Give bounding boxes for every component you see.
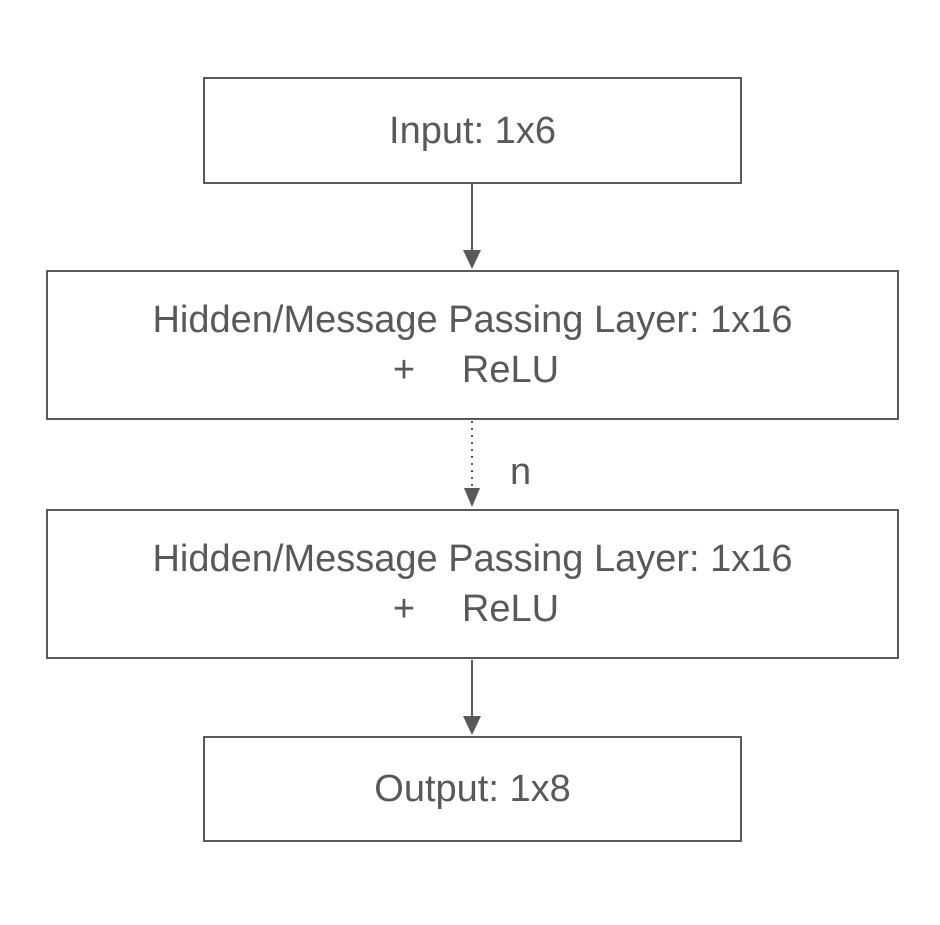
edge-input-to-hidden bbox=[463, 184, 481, 269]
plus-sign: + bbox=[392, 349, 416, 391]
arrowhead-icon bbox=[463, 716, 481, 735]
output-node-label: Output: 1x8 bbox=[374, 768, 571, 810]
hidden-layer-node-2: Hidden/Message Passing Layer: 1x16 + ReL… bbox=[46, 509, 899, 659]
output-node: Output: 1x8 bbox=[203, 736, 742, 842]
edge-hidden-repeat bbox=[464, 421, 480, 507]
hidden-layer-label: Hidden/Message Passing Layer: 1x16 bbox=[152, 538, 793, 580]
activation-line: + ReLU bbox=[386, 345, 559, 395]
hidden-layer-label: Hidden/Message Passing Layer: 1x16 bbox=[152, 299, 793, 341]
arrowhead-icon bbox=[464, 488, 480, 507]
plus-sign: + bbox=[392, 588, 416, 630]
edge-hidden-to-output bbox=[463, 660, 481, 735]
activation-label: ReLU bbox=[461, 349, 560, 391]
repeat-count-label: n bbox=[510, 451, 532, 493]
activation-label: ReLU bbox=[461, 588, 560, 630]
arrowhead-icon bbox=[463, 250, 481, 269]
hidden-layer-node-1: Hidden/Message Passing Layer: 1x16 + ReL… bbox=[46, 270, 899, 420]
input-node-label: Input: 1x6 bbox=[389, 109, 556, 152]
input-node: Input: 1x6 bbox=[203, 77, 742, 184]
activation-line: + ReLU bbox=[386, 584, 559, 634]
